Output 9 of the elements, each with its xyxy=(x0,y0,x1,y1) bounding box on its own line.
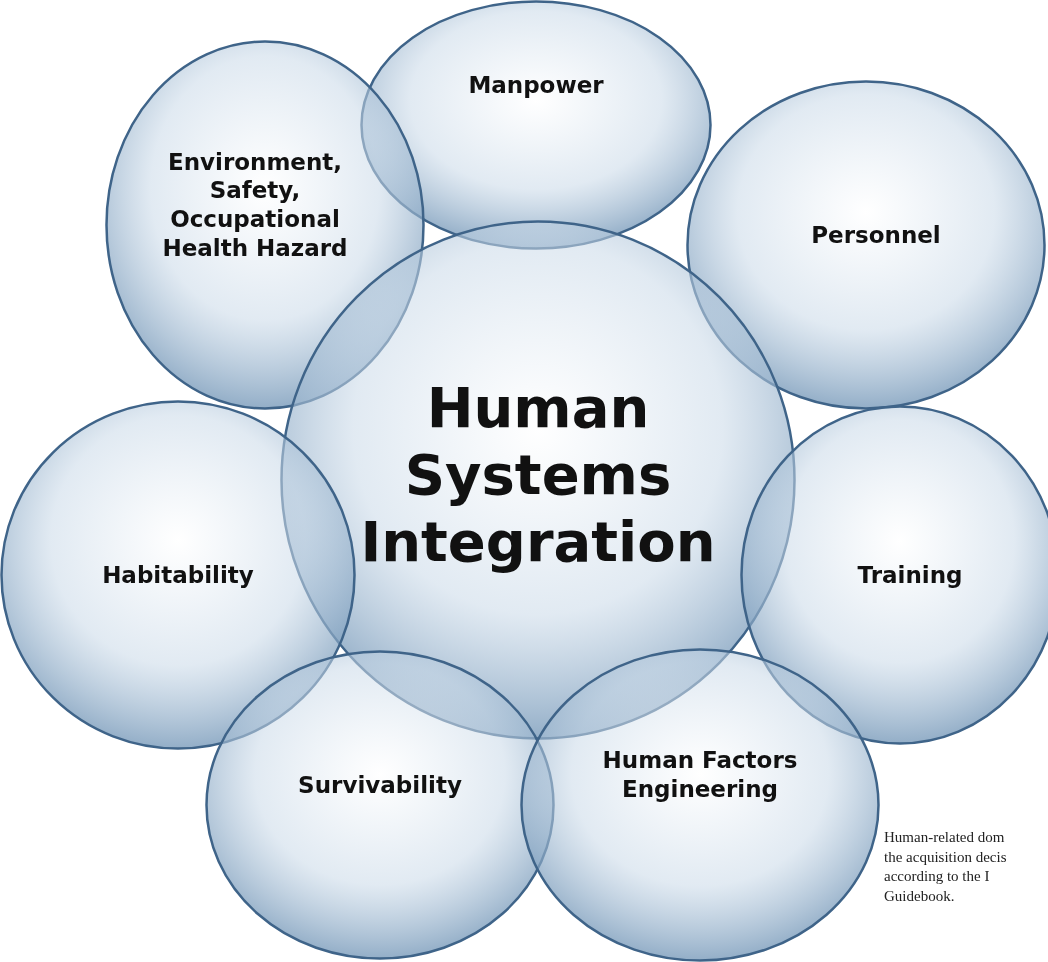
domain-label: Survivability xyxy=(297,770,463,800)
domain-label: Training xyxy=(856,560,964,590)
central-label: Human Systems Integration xyxy=(359,374,717,576)
domain-label: Personnel xyxy=(810,220,942,250)
domain-label: Habitability xyxy=(101,560,255,590)
caption: Human-related dom the acquisition decis according to the I Guidebook. xyxy=(884,828,1008,906)
domain-label: Human Factors Engineering xyxy=(601,746,799,804)
domain-label: Environment, Safety, Occupational Health Hazard xyxy=(161,147,349,263)
domain-label: Manpower xyxy=(467,70,605,100)
